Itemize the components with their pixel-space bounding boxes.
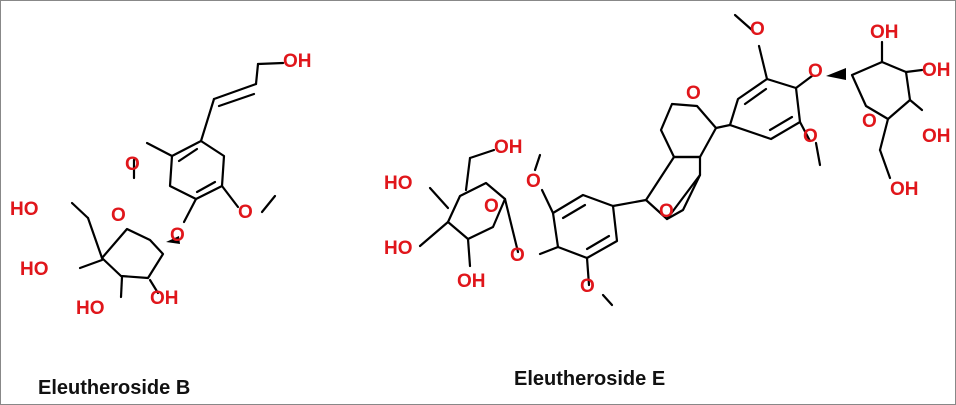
label-e-o-methoxy-left-top: O bbox=[526, 171, 541, 192]
label-e-oh-top: OH bbox=[870, 22, 899, 43]
eleutheroside-b-structure bbox=[70, 61, 285, 299]
label-e-oh-right-lower: OH bbox=[922, 126, 951, 147]
label-e-o-glycosidic-left: O bbox=[510, 245, 525, 266]
label-e-oh-right-upper: OH bbox=[922, 60, 951, 81]
label-e-oh-ch2-left: OH bbox=[494, 137, 523, 158]
label-e-ho-left-lower: HO bbox=[384, 238, 413, 259]
caption-eleutheroside-b: Eleutheroside B bbox=[38, 377, 190, 399]
caption-eleutheroside-e: Eleutheroside E bbox=[514, 368, 665, 390]
label-b-ho-c4: HO bbox=[20, 259, 49, 280]
label-e-o-furan-bottom: O bbox=[659, 201, 674, 222]
label-e-ho-left-upper: HO bbox=[384, 173, 413, 194]
label-b-oh-chain: OH bbox=[283, 51, 312, 72]
label-b-ho-ch2: HO bbox=[10, 199, 39, 220]
label-e-o-methoxy-bottom: O bbox=[580, 276, 595, 297]
label-e-oh-bottom: OH bbox=[457, 271, 486, 292]
label-b-o-glycosidic: O bbox=[170, 225, 185, 246]
eleutheroside-e-structure bbox=[418, 13, 924, 307]
label-b-o-ring: O bbox=[111, 205, 126, 226]
label-e-o-methoxy-top: O bbox=[750, 19, 765, 40]
label-e-o-furan-top: O bbox=[686, 83, 701, 104]
label-e-oh-ch2-right: OH bbox=[890, 179, 919, 200]
label-e-o-glycosidic-right: O bbox=[808, 61, 823, 82]
label-e-o-sugar-ring-right: O bbox=[862, 111, 877, 132]
label-e-o-sugar-ring-left: O bbox=[484, 196, 499, 217]
label-b-ho-c3: HO bbox=[76, 298, 105, 319]
label-e-o-methoxy-right-lower: O bbox=[803, 126, 818, 147]
label-b-o-methoxy-right: O bbox=[238, 202, 253, 223]
label-b-oh-c2: OH bbox=[150, 288, 179, 309]
label-b-o-methoxy-left: O bbox=[125, 154, 140, 175]
